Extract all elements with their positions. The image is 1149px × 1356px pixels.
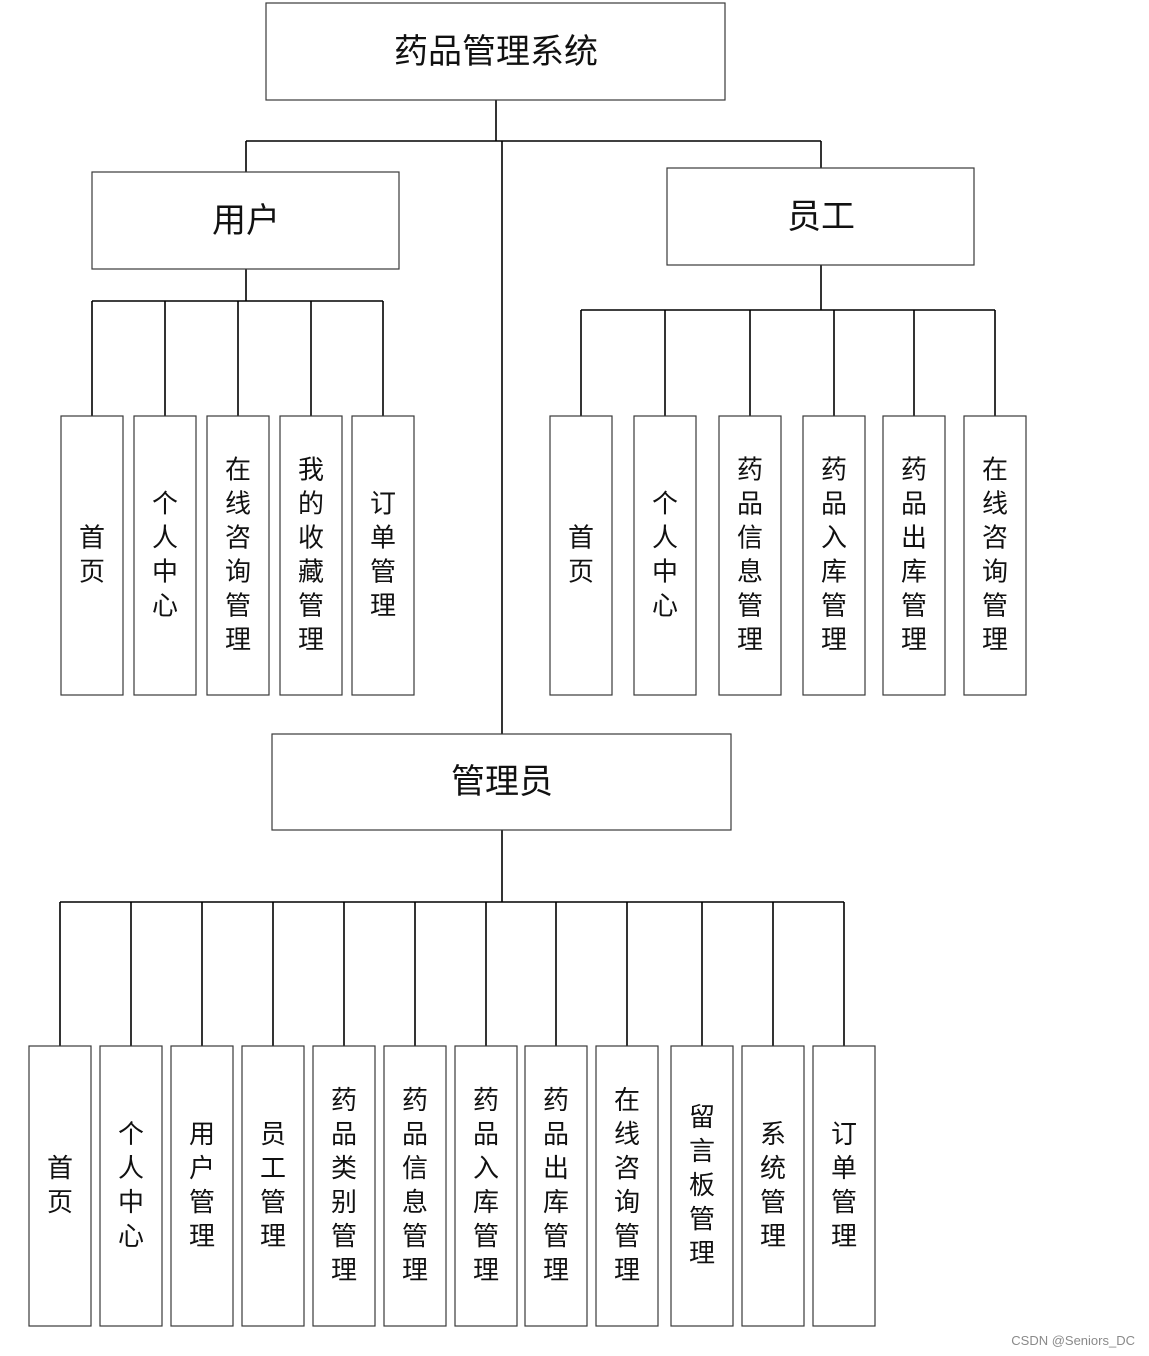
admin-function-node: 个人中心	[99, 1045, 163, 1327]
user-function-label: 首页	[79, 524, 105, 588]
admin-function-node: 订单管理	[812, 1045, 876, 1327]
staff-function-node: 在线咨询管理	[963, 415, 1027, 696]
user-role-node: 用户	[91, 171, 400, 270]
staff-function-label: 在线咨询管理	[982, 456, 1008, 656]
admin-role-node: 管理员	[271, 733, 732, 831]
staff-function-label: 药品信息管理	[737, 456, 763, 656]
admin-function-node: 首页	[28, 1045, 92, 1327]
user-function-node: 首页	[60, 415, 124, 696]
staff-function-label: 个人中心	[652, 490, 678, 622]
root-node-label: 药品管理系统	[394, 32, 598, 72]
connector-lines	[59, 100, 996, 1046]
staff-function-node: 个人中心	[633, 415, 697, 696]
admin-function-node: 在线咨询管理	[595, 1045, 659, 1327]
admin-function-node: 员工管理	[241, 1045, 305, 1327]
user-function-label: 在线咨询管理	[225, 456, 251, 656]
admin-function-node: 药品信息管理	[383, 1045, 447, 1327]
admin-function-label: 首页	[47, 1154, 73, 1218]
admin-function-label: 在线咨询管理	[614, 1086, 640, 1286]
admin-function-node: 系统管理	[741, 1045, 805, 1327]
user-role-label: 用户	[212, 201, 280, 241]
user-function-label: 订单管理	[370, 490, 396, 622]
user-function-nodes: 首页 个人中心 在线咨询管理 我的收藏管理 订单管理	[60, 415, 415, 696]
admin-function-label: 药品出库管理	[543, 1086, 569, 1286]
admin-function-label: 留言板管理	[689, 1103, 715, 1269]
admin-function-label: 个人中心	[118, 1120, 144, 1252]
staff-role-label: 员工	[787, 197, 855, 237]
user-function-label: 个人中心	[152, 490, 178, 622]
admin-function-label: 系统管理	[760, 1120, 786, 1252]
watermark-text: CSDN @Seniors_DC	[1011, 1333, 1135, 1348]
user-function-node: 在线咨询管理	[206, 415, 270, 696]
admin-function-node: 药品入库管理	[454, 1045, 518, 1327]
staff-function-node: 首页	[549, 415, 613, 696]
admin-function-node: 留言板管理	[670, 1045, 734, 1327]
staff-function-label: 药品入库管理	[821, 456, 847, 656]
staff-function-node: 药品出库管理	[882, 415, 946, 696]
staff-role-node: 员工	[666, 167, 975, 266]
staff-function-node: 药品信息管理	[718, 415, 782, 696]
staff-function-label: 首页	[568, 524, 594, 588]
admin-function-label: 药品类别管理	[331, 1086, 357, 1286]
admin-function-label: 药品信息管理	[402, 1086, 428, 1286]
admin-function-nodes: 首页 个人中心 用户管理 员工管理 药品类别管理 药品信息管理 药品入库管理 药品出库管理 在线…	[28, 1045, 876, 1327]
root-node: 药品管理系统	[265, 2, 726, 101]
admin-function-label: 订单管理	[831, 1120, 857, 1252]
user-function-node: 订单管理	[351, 415, 415, 696]
user-function-node: 个人中心	[133, 415, 197, 696]
admin-function-label: 药品入库管理	[473, 1086, 499, 1286]
staff-function-nodes: 首页 个人中心 药品信息管理 药品入库管理 药品出库管理 在线咨询管理	[549, 415, 1027, 696]
admin-function-label: 用户管理	[189, 1120, 215, 1252]
admin-function-node: 药品类别管理	[312, 1045, 376, 1327]
admin-role-label: 管理员	[451, 762, 553, 802]
staff-function-label: 药品出库管理	[901, 456, 927, 656]
admin-function-node: 药品出库管理	[524, 1045, 588, 1327]
user-function-node: 我的收藏管理	[279, 415, 343, 696]
admin-function-node: 用户管理	[170, 1045, 234, 1327]
staff-function-node: 药品入库管理	[802, 415, 866, 696]
user-function-label: 我的收藏管理	[298, 456, 324, 656]
admin-function-label: 员工管理	[260, 1120, 286, 1252]
